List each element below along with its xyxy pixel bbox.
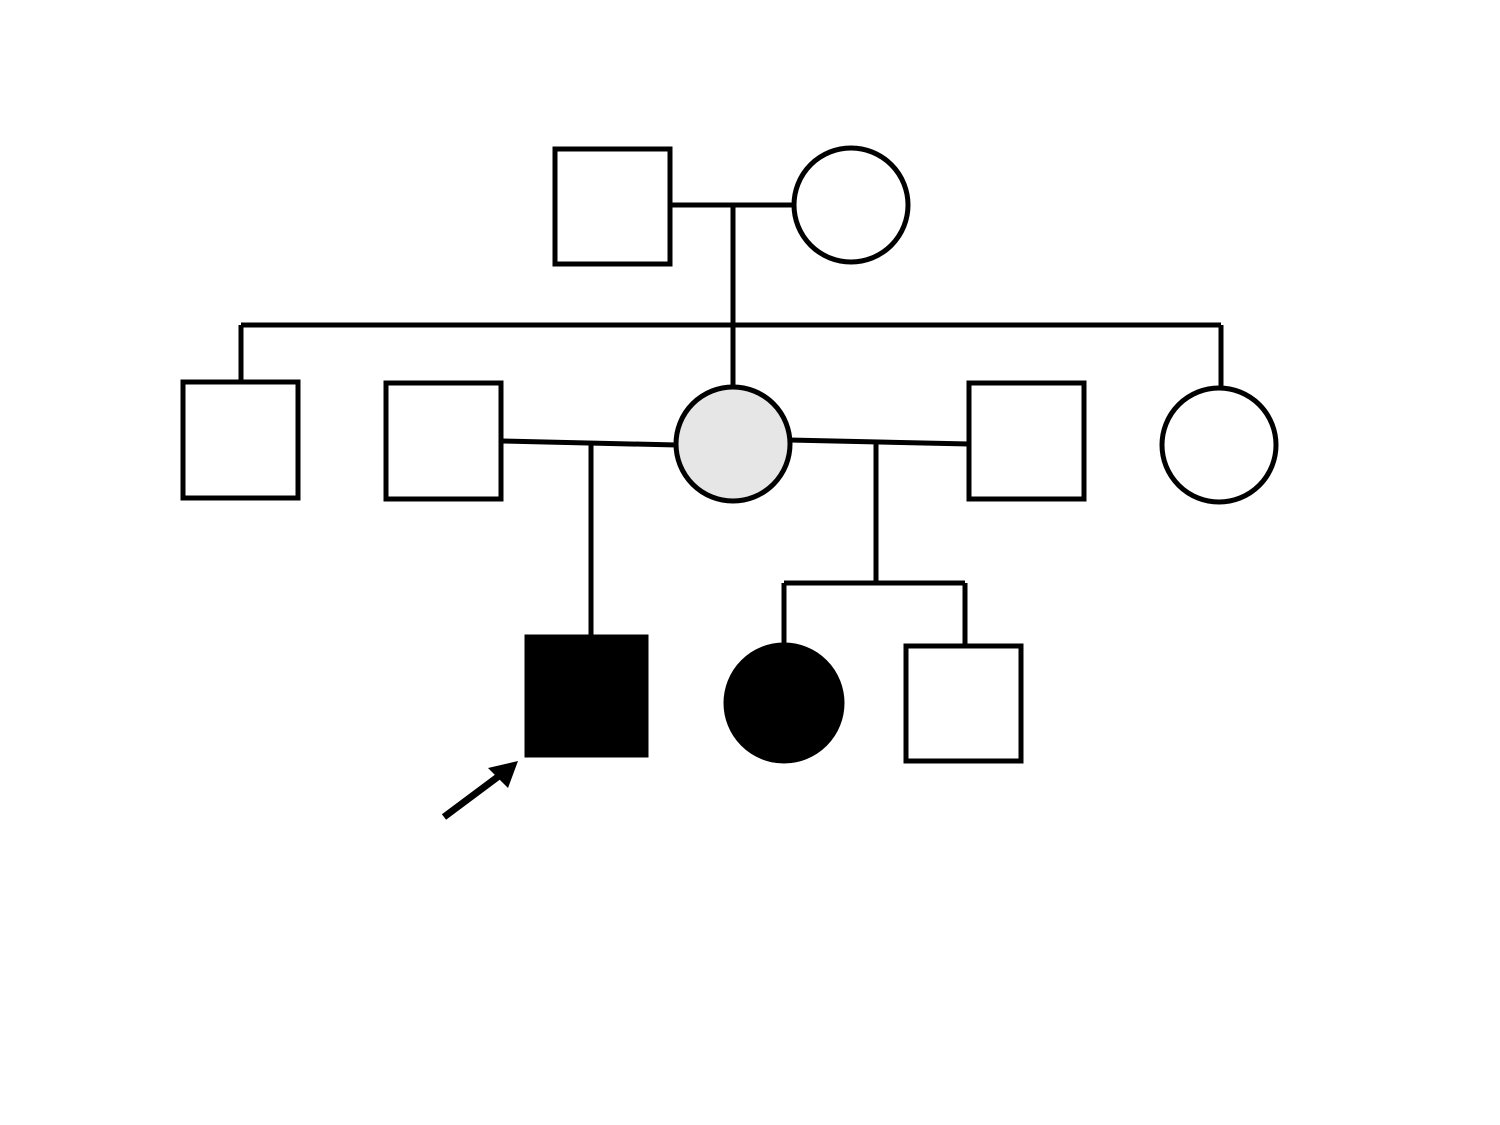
individual-I-2-female <box>791 145 911 265</box>
individual-II-2-male <box>383 380 504 502</box>
individual-II-1-male <box>180 379 301 501</box>
proband-arrow-icon <box>441 761 518 820</box>
marriage-line-right <box>788 437 970 447</box>
individual-II-5-female <box>1159 385 1279 505</box>
individual-III-2-female-affected <box>723 642 845 764</box>
individual-III-1-male-affected-proband <box>524 634 649 758</box>
individual-I-1-male <box>552 146 673 267</box>
individual-II-3-female-carrier <box>673 384 793 504</box>
individual-III-3-male <box>903 643 1024 764</box>
individual-II-4-male <box>966 380 1087 502</box>
